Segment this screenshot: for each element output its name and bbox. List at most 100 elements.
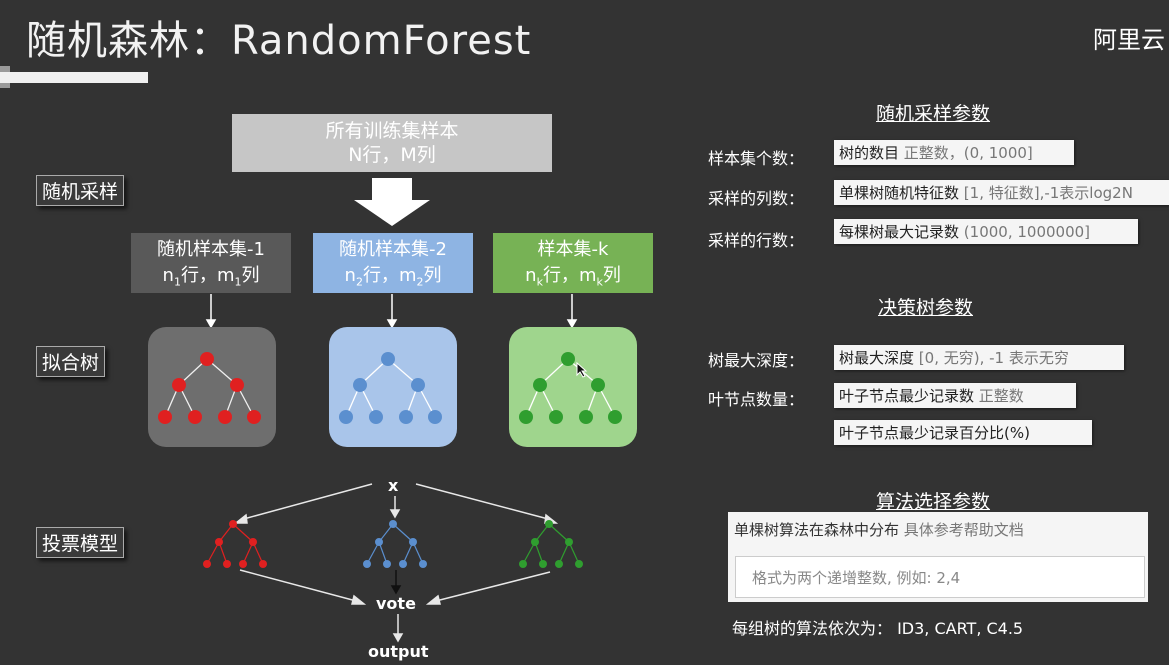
fitted-tree-card-1: [148, 327, 276, 447]
all-samples-line2: N行，M列: [348, 144, 436, 166]
subset-rows-sub: 1: [173, 275, 181, 289]
param-hint: [1, 特征数],-1表示log2N: [963, 184, 1133, 202]
tree-node: [419, 560, 427, 568]
tree-node: [203, 560, 211, 568]
algorithm-order-text: 每组树的算法依次为： ID3, CART, C4.5: [732, 619, 1024, 638]
param-name: 每棵树最大记录数: [839, 223, 960, 241]
subset-rows-var: n: [162, 265, 174, 286]
sampling-params-heading: 随机采样参数: [876, 103, 991, 125]
subset-rows-unit: 行，: [362, 265, 399, 286]
subset-cols-var: m: [398, 265, 417, 286]
param-hint: [0, 无穷), -1 表示无穷: [918, 349, 1069, 367]
tree-node: [545, 520, 553, 528]
subset-rows-sub: 2: [355, 275, 363, 289]
tree-node: [218, 410, 232, 424]
subset-cols-sub: k: [596, 275, 603, 289]
tree-edge: [366, 541, 380, 565]
subset-title: 随机样本集-2: [339, 239, 447, 260]
param-name: 叶子节点最少记录百分比(%): [839, 424, 1030, 442]
tree-edge: [522, 541, 536, 565]
tree-edge: [558, 541, 570, 565]
tree-icon: [158, 352, 261, 424]
subset-rows-var: n: [525, 265, 537, 286]
fitted-tree-card-k: [509, 327, 637, 447]
mouse-cursor-icon: [576, 362, 588, 378]
subset-rows-sub: k: [536, 275, 543, 289]
param-name: 单棵树随机特征数: [839, 184, 960, 202]
tree-node: [247, 410, 261, 424]
subset-cols-var: m: [216, 265, 235, 286]
param-field-max-records[interactable]: 每棵树最大记录数 (1000, 1000000]: [834, 219, 1138, 244]
fitted-tree-card-2: [329, 327, 457, 447]
vote-input-x: x: [388, 476, 399, 495]
tree-node: [259, 560, 267, 568]
param-label-sample-rows: 采样的行数：: [708, 231, 805, 250]
param-label-sample-count: 样本集个数：: [708, 149, 805, 168]
tree-edge: [242, 541, 254, 565]
algorithm-help-hint: 具体参考帮助文档: [903, 521, 1024, 539]
subset-rows-unit: 行，: [542, 265, 579, 286]
tree-edge: [548, 523, 570, 543]
algorithm-distribution-input[interactable]: 格式为两个递增整数, 例如: 2,4: [735, 556, 1145, 598]
step-label-vote-model: 投票模型: [36, 527, 125, 558]
param-field-features-per-tree[interactable]: 单棵树随机特征数 [1, 特征数],-1表示log2N: [834, 180, 1169, 205]
tree-node: [539, 560, 547, 568]
tree-node: [409, 538, 417, 546]
algorithm-input-placeholder: 格式为两个递增整数, 例如: 2,4: [752, 569, 961, 587]
subset-cols-sub: 2: [416, 275, 424, 289]
big-down-arrow: [354, 178, 430, 226]
tree-edge: [252, 541, 264, 565]
tree-node: [399, 410, 413, 424]
tree-node: [383, 560, 391, 568]
all-samples-line1: 所有训练集样本: [325, 120, 459, 142]
tree-params-heading: 决策树参数: [878, 297, 974, 319]
vote-node: vote: [376, 594, 416, 613]
subset-cols-unit: 列: [241, 265, 260, 286]
tree-edge: [392, 523, 414, 543]
tree-icon: [519, 352, 622, 424]
subset-shape: n2行，m2列: [313, 263, 473, 296]
subset-cols-var: m: [578, 265, 597, 286]
subset-cols-unit: 列: [423, 265, 442, 286]
param-field-tree-count[interactable]: 树的数目 正整数，(0, 1000]: [834, 140, 1074, 165]
param-field-min-leaf-percent[interactable]: 叶子节点最少记录百分比(%): [834, 420, 1092, 445]
sample-subset-k: 样本集-k nk行，mk列: [493, 233, 653, 293]
arrow-tree3-vote: [431, 571, 551, 603]
tree-node: [591, 378, 605, 392]
param-name: 叶子节点最少记录数: [839, 387, 975, 405]
subset-cols-sub: 1: [234, 275, 242, 289]
all-training-samples-box: 所有训练集样本 N行，M列: [232, 114, 552, 172]
vote-tree-3-icon: [519, 520, 583, 568]
tree-node: [533, 378, 547, 392]
tree-node: [230, 378, 244, 392]
tree-edge: [412, 541, 424, 565]
tree-node: [549, 410, 563, 424]
tree-node: [389, 520, 397, 528]
param-field-min-leaf-records[interactable]: 叶子节点最少记录数 正整数: [834, 383, 1076, 408]
tree-edge: [232, 523, 254, 543]
arrow-tree1-vote: [239, 569, 361, 603]
step-label-sampling: 随机采样: [36, 175, 125, 206]
tree-node: [428, 410, 442, 424]
algorithm-params-heading: 算法选择参数: [876, 491, 991, 513]
param-field-max-depth[interactable]: 树最大深度 [0, 无穷), -1 表示无穷: [834, 345, 1124, 370]
brand-logo: 阿里云: [1093, 26, 1165, 54]
subset-cols-unit: 列: [602, 265, 621, 286]
tree-node: [239, 560, 247, 568]
subset-title: 样本集-k: [537, 239, 609, 260]
arrow-x-tree1: [239, 483, 373, 521]
tree-node: [411, 378, 425, 392]
param-hint: 正整数，(0, 1000]: [903, 144, 1033, 162]
tree-node: [561, 352, 575, 366]
param-label-max-depth: 树最大深度：: [708, 351, 805, 370]
tree-edge: [402, 541, 414, 565]
subset-rows-var: n: [344, 265, 356, 286]
tree-node: [555, 560, 563, 568]
sample-subset-2: 随机样本集-2 n2行，m2列: [313, 233, 473, 293]
tree-node: [381, 352, 395, 366]
tree-node: [579, 410, 593, 424]
page-title: 随机森林：RandomForest: [26, 18, 532, 64]
subset-shape: n1行，m1列: [131, 263, 291, 296]
tree-node: [363, 560, 371, 568]
